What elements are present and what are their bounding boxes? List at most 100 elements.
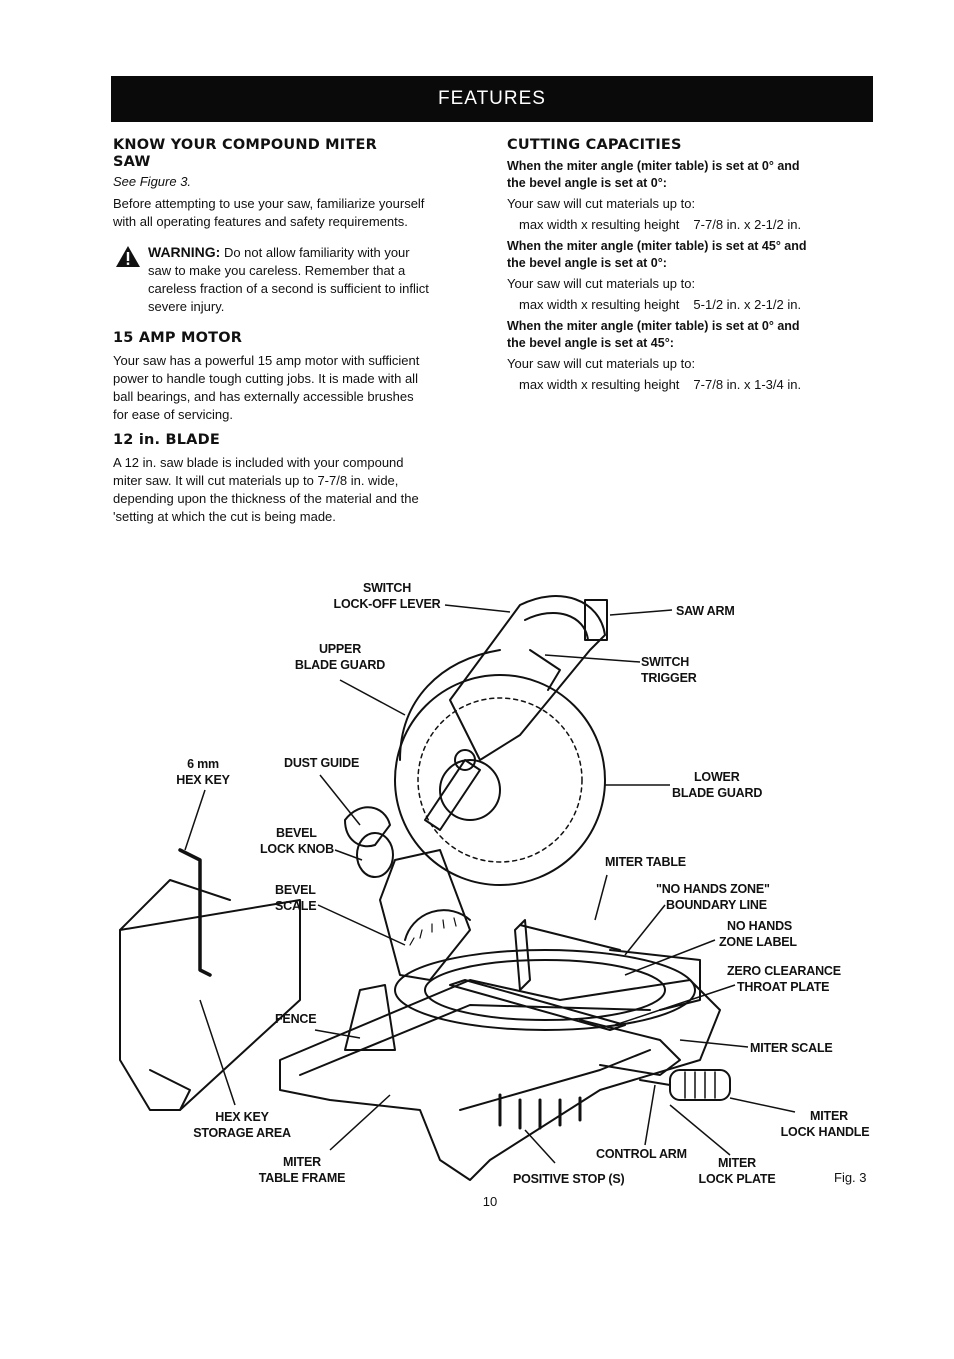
label-line: MITER — [810, 1109, 848, 1123]
text-line: ball bearings, and has externally access… — [113, 389, 414, 404]
label-switch-trigger: SWITCH TRIGGER — [641, 654, 697, 686]
label-line: SWITCH — [641, 655, 690, 669]
figure-caption: Fig. 3 — [834, 1170, 867, 1185]
label-line: TRIGGER — [641, 671, 697, 685]
text-line: the bevel angle is set at 45°: — [507, 336, 674, 350]
leader-dust-guide — [319, 774, 361, 826]
positive-stops — [498, 1093, 582, 1130]
text-line: When the miter angle (miter table) is se… — [507, 319, 800, 333]
label-line: SCALE — [275, 899, 317, 913]
upper-blade-guard — [399, 649, 501, 761]
bevel-ticks — [409, 917, 457, 946]
label-positive-stops: POSITIVE STOP (S) — [513, 1172, 625, 1186]
fence-line — [519, 924, 621, 951]
section-banner: FEATURES — [111, 76, 873, 122]
label-line: ZERO CLEARANCE — [727, 964, 841, 978]
handle-grip — [684, 1071, 716, 1099]
leader-zero-clearance — [614, 984, 736, 1026]
leader-miter-frame — [329, 1094, 391, 1151]
bevel-lock-knob — [356, 832, 394, 878]
extension-foot — [149, 1069, 191, 1111]
dust-guide — [344, 806, 391, 848]
label-line: LOWER — [694, 770, 740, 784]
leader-miter-table — [594, 874, 608, 921]
section-title: FEATURES — [438, 88, 546, 109]
leader-hex-storage — [199, 999, 236, 1106]
heading-line: SAW — [113, 154, 151, 170]
text-line: When the miter angle (miter table) is se… — [507, 239, 807, 253]
handle-shaft — [639, 1079, 671, 1086]
leader-bevel-scale — [317, 904, 406, 946]
label-line: NO HANDS — [727, 919, 793, 933]
dimension-value: 5-1/2 in. x 2-1/2 in. — [693, 297, 802, 312]
text-line: miter saw. It will cut materials up to 7… — [113, 473, 399, 488]
capacity-text: Your saw will cut materials up to: — [507, 196, 696, 211]
leader-bevel-knob — [334, 849, 363, 861]
right-extension — [609, 949, 701, 1011]
label-miter-table: MITER TABLE — [605, 855, 686, 869]
leader-positive-stop — [524, 1129, 556, 1164]
warning-label: WARNING: — [148, 244, 221, 260]
capacity-condition: When the miter angle (miter table) is se… — [507, 318, 877, 352]
know-your-saw-heading: KNOW YOUR COMPOUND MITER SAW — [113, 137, 488, 171]
motor-heading: 15 AMP MOTOR — [113, 330, 243, 346]
fence-left — [344, 984, 396, 1051]
label-line: TABLE FRAME — [258, 1171, 346, 1185]
label-line: SWITCH — [362, 581, 412, 595]
label-miter-lock-plate: MITER LOCK PLATE — [695, 1155, 779, 1187]
label-control-arm: CONTROL ARM — [596, 1147, 687, 1161]
right-column: CUTTING CAPACITIES When the miter angle … — [507, 137, 877, 394]
leader-saw-arm — [609, 609, 673, 616]
left-column: KNOW YOUR COMPOUND MITER SAW See Figure … — [113, 137, 488, 526]
label-line: "NO HANDS ZONE" — [656, 882, 770, 896]
arbor-bolt — [454, 749, 476, 771]
heading-line: KNOW YOUR COMPOUND MITER — [113, 137, 377, 153]
label-zero-clearance-throat-plate: ZERO CLEARANCE THROAT PLATE — [727, 963, 841, 995]
blade-heading: 12 in. BLADE — [113, 432, 220, 448]
label-saw-arm: SAW ARM — [676, 604, 735, 618]
label-bevel-lock-knob: BEVEL LOCK KNOB — [260, 825, 334, 857]
switch-lockoff-lever — [584, 599, 608, 641]
label-miter-lock-handle: MITER LOCK HANDLE — [779, 1108, 871, 1140]
label-hex-key-storage-area: HEX KEY STORAGE AREA — [190, 1109, 294, 1141]
leader-miter-lock-plate — [669, 1104, 731, 1156]
label-miter-table-frame: MITER TABLE FRAME — [254, 1154, 350, 1186]
capacity-text: Your saw will cut materials up to: — [507, 356, 696, 371]
label-line: BOUNDARY LINE — [666, 898, 767, 912]
capacity-text: Your saw will cut materials up to: — [507, 276, 696, 291]
frame-edge — [299, 1004, 651, 1076]
label-line: LOCK KNOB — [260, 842, 334, 856]
dimension-label: max width x resulting height — [519, 297, 680, 312]
leader-no-hands-label — [624, 939, 716, 976]
leader-upper-guard — [339, 679, 406, 716]
saw-arm — [449, 595, 606, 761]
label-line: BLADE GUARD — [672, 786, 763, 800]
text-line: Do not allow familiarity with your — [220, 245, 410, 260]
text-line: with all operating features and safety r… — [113, 214, 408, 229]
label-hex-key: 6 mm HEX KEY — [173, 756, 233, 788]
saw-blade — [417, 697, 583, 863]
switch-trigger — [529, 649, 561, 691]
fence-right — [514, 919, 531, 991]
text-line: 'setting at which the cut is being made. — [113, 509, 336, 524]
warning-text: WARNING: Do not allow familiarity with y… — [148, 243, 488, 316]
label-switch-lockoff-lever: SWITCH LOCK-OFF LEVER — [329, 580, 445, 612]
bevel-scale — [404, 909, 471, 941]
text-line: the bevel angle is set at 0°: — [507, 176, 667, 190]
label-bevel-scale: BEVEL SCALE — [275, 882, 317, 914]
text-line: Before attempting to use your saw, famil… — [113, 196, 425, 211]
text-line: A 12 in. saw blade is included with your… — [113, 455, 404, 470]
label-line: BEVEL — [276, 826, 317, 840]
label-line: THROAT PLATE — [737, 980, 830, 994]
label-line: MITER — [283, 1155, 321, 1169]
label-line: BLADE GUARD — [294, 658, 386, 672]
leader-switch-lockoff — [444, 604, 511, 613]
dimension-value: 7-7/8 in. x 2-1/2 in. — [693, 217, 802, 232]
extension-edge — [119, 879, 231, 931]
capacity-dimension: max width x resulting height 5-1/2 in. x … — [507, 296, 877, 314]
label-fence: FENCE — [275, 1012, 317, 1026]
